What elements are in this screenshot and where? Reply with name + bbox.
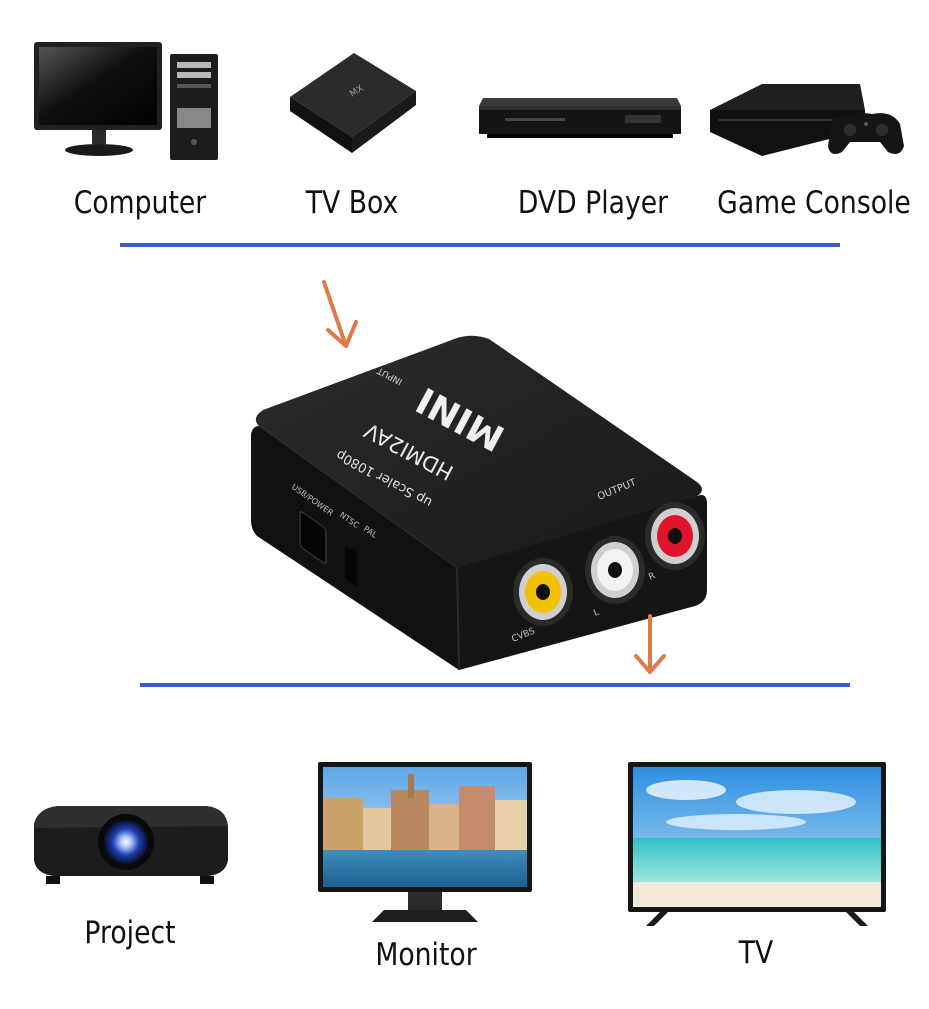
source-label-computer: Computer (73, 185, 207, 221)
source-divider-line (120, 243, 840, 247)
arrow-down-icon (322, 280, 358, 348)
output-divider-line (140, 683, 850, 687)
converter-left-label: L (592, 608, 600, 619)
hdmi-to-av-converter-icon: MINI HDMI2AV up Scaler 1080p INPUT OUTPU… (251, 335, 707, 671)
tv-box-icon: MX (290, 53, 416, 153)
converter-right-label: R (647, 571, 657, 583)
arrow-down-icon (634, 614, 666, 674)
source-label-game-console: Game Console (717, 185, 911, 221)
projector-icon (34, 806, 228, 884)
dvd-player-icon (479, 98, 681, 138)
source-label-dvd-player: DVD Player (517, 185, 669, 221)
source-label-tv-box: TV Box (305, 185, 399, 221)
tv-icon (628, 762, 886, 926)
game-console-icon (710, 84, 904, 156)
computer-icon (34, 42, 218, 160)
output-label-monitor: Monitor (375, 937, 477, 973)
monitor-icon (318, 762, 532, 922)
output-label-tv: TV (738, 935, 774, 971)
output-label-project: Project (84, 915, 176, 951)
